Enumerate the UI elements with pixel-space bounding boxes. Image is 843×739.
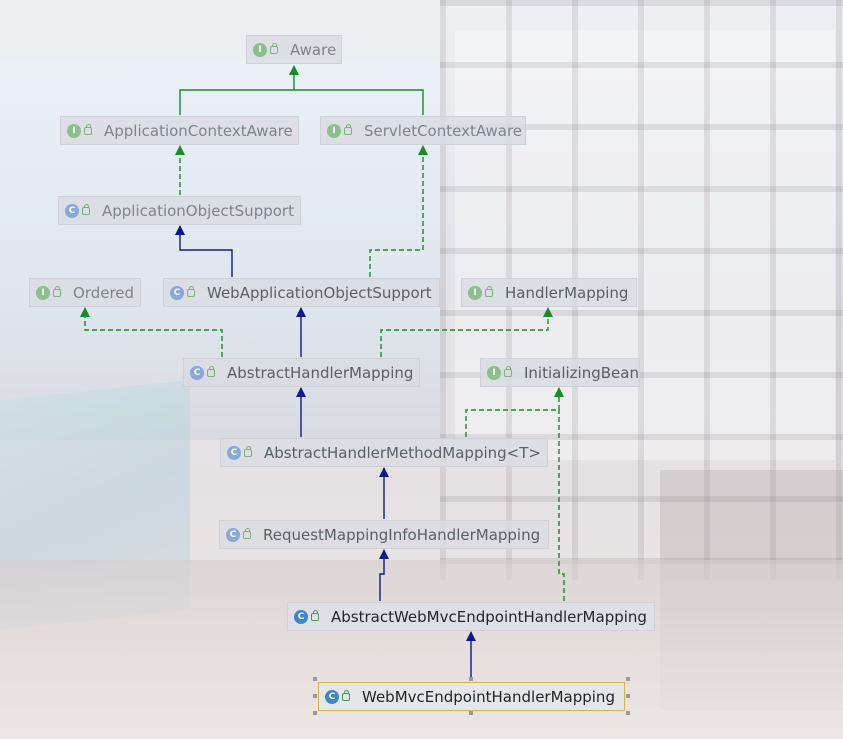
node-servlet-context-aware[interactable]: I ServletContextAware bbox=[320, 116, 526, 145]
lock-icon bbox=[485, 285, 493, 297]
node-label: ServletContextAware bbox=[364, 121, 523, 140]
node-abstract-handler-mapping[interactable]: C AbstractHandlerMapping bbox=[183, 358, 420, 387]
class-icon: C bbox=[170, 285, 184, 300]
node-label: Aware bbox=[290, 40, 337, 59]
node-initializing-bean[interactable]: I InitializingBean bbox=[480, 358, 640, 387]
selection-handle[interactable] bbox=[313, 711, 317, 715]
selection-handle[interactable] bbox=[626, 711, 630, 715]
edge-webappobj-appobj bbox=[175, 225, 233, 277]
interface-icon: I bbox=[67, 123, 81, 138]
node-label: HandlerMapping bbox=[505, 283, 629, 302]
class-icon: C bbox=[227, 445, 241, 460]
interface-icon: I bbox=[487, 365, 501, 380]
class-icon: C bbox=[226, 527, 240, 542]
interface-icon: I bbox=[253, 42, 267, 57]
node-label: WebApplicationObjectSupport bbox=[207, 283, 432, 302]
selection-handle[interactable] bbox=[626, 677, 630, 681]
selection-handle[interactable] bbox=[626, 694, 630, 698]
node-web-application-object-support[interactable]: C WebApplicationObjectSupport bbox=[163, 278, 440, 307]
edge-servletctx-aware bbox=[294, 89, 424, 115]
lock-icon bbox=[311, 609, 319, 621]
node-abstract-handler-method-mapping[interactable]: C AbstractHandlerMethodMapping<T> bbox=[220, 438, 548, 467]
edge-absweb-initbean bbox=[558, 410, 565, 601]
selection-handle[interactable] bbox=[313, 694, 317, 698]
lock-icon bbox=[243, 527, 251, 539]
selection-handle[interactable] bbox=[469, 711, 473, 715]
class-icon: C bbox=[325, 689, 339, 704]
lock-icon bbox=[244, 445, 252, 457]
selection-handle[interactable] bbox=[469, 677, 473, 681]
node-application-object-support[interactable]: C ApplicationObjectSupport bbox=[58, 196, 301, 225]
node-label: AbstractHandlerMethodMapping<T> bbox=[264, 443, 541, 462]
background-window-light bbox=[455, 30, 835, 460]
lock-icon bbox=[53, 285, 61, 297]
lock-icon bbox=[207, 365, 215, 377]
node-label: ApplicationObjectSupport bbox=[102, 201, 294, 220]
node-label: RequestMappingInfoHandlerMapping bbox=[263, 525, 541, 544]
node-label: InitializingBean bbox=[524, 363, 639, 382]
lock-icon bbox=[504, 365, 512, 377]
class-icon: C bbox=[294, 609, 308, 624]
node-web-mvc-endpoint-handler-mapping[interactable]: C WebMvcEndpointHandlerMapping bbox=[318, 682, 625, 711]
edge-appctx-aware bbox=[179, 65, 299, 115]
node-ordered[interactable]: I Ordered bbox=[29, 278, 141, 307]
edge-abshm-handlermapping bbox=[380, 307, 553, 357]
node-label: ApplicationContextAware bbox=[104, 121, 293, 140]
interface-icon: I bbox=[327, 123, 341, 138]
lock-icon bbox=[84, 123, 92, 135]
node-application-context-aware[interactable]: I ApplicationContextAware bbox=[60, 116, 299, 145]
node-aware[interactable]: I Aware bbox=[246, 35, 342, 64]
selection-handle[interactable] bbox=[313, 677, 317, 681]
edge-absweb-rmihm bbox=[379, 549, 389, 601]
node-handler-mapping[interactable]: I HandlerMapping bbox=[461, 278, 637, 307]
class-icon: C bbox=[190, 365, 204, 380]
edge-webappobj-servletctx bbox=[369, 145, 428, 277]
lock-icon bbox=[342, 689, 350, 701]
interface-icon: I bbox=[468, 285, 482, 300]
node-abstract-web-mvc-endpoint-handler-mapping[interactable]: C AbstractWebMvcEndpointHandlerMapping bbox=[287, 602, 655, 631]
node-label: WebMvcEndpointHandlerMapping bbox=[362, 687, 615, 706]
interface-icon: I bbox=[36, 285, 50, 300]
node-label: AbstractHandlerMapping bbox=[227, 363, 414, 382]
lock-icon bbox=[344, 123, 352, 135]
node-label: AbstractWebMvcEndpointHandlerMapping bbox=[331, 607, 647, 626]
node-request-mapping-info-handler-mapping[interactable]: C RequestMappingInfoHandlerMapping bbox=[219, 520, 549, 549]
lock-icon bbox=[82, 203, 90, 215]
node-label: Ordered bbox=[73, 283, 135, 302]
class-icon: C bbox=[65, 203, 79, 218]
edge-abshmm-initbean bbox=[465, 387, 564, 437]
edge-abshm-ordered bbox=[80, 307, 223, 357]
lock-icon bbox=[270, 42, 278, 54]
lock-icon bbox=[187, 285, 195, 297]
